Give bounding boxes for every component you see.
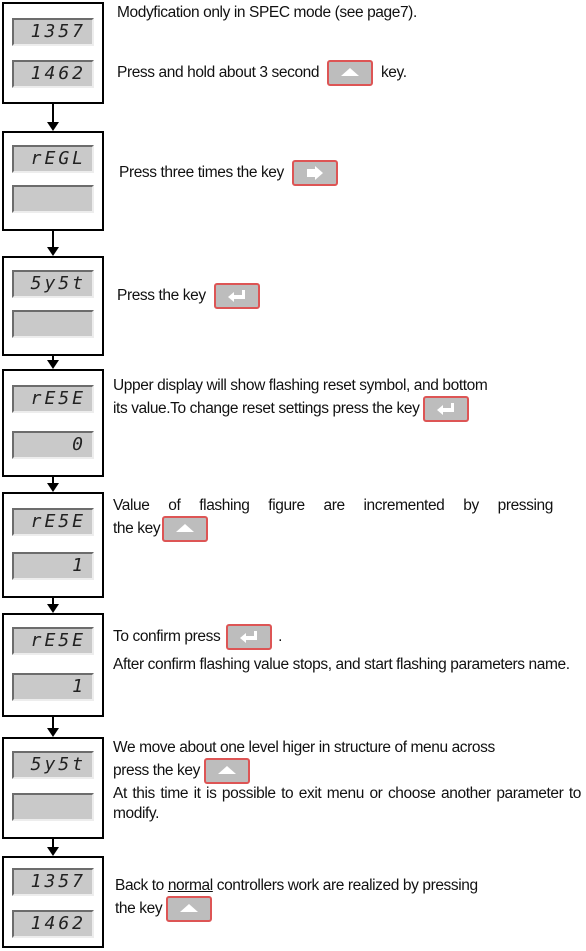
right-arrow-key-icon <box>306 166 323 180</box>
controller-display: rE5E 1 <box>2 613 104 717</box>
instruction-text: We move about one level higer in structu… <box>113 738 583 784</box>
enter-key-button[interactable] <box>226 624 273 650</box>
upper-display: rEGL <box>12 145 94 173</box>
flow-arrow <box>47 839 59 856</box>
lower-display: 1 <box>12 552 94 580</box>
flow-arrow <box>47 598 59 613</box>
enter-key-icon <box>227 290 245 302</box>
lower-display: 1462 <box>12 60 94 88</box>
enter-key-button[interactable] <box>423 396 470 422</box>
upper-display: rE5E <box>12 385 94 413</box>
upper-display: 5y5t <box>12 751 94 779</box>
controller-display: rE5E 0 <box>2 369 104 477</box>
lower-display: 0 <box>12 431 94 459</box>
lower-display <box>12 185 94 213</box>
instruction-text: Upper display will show flashing reset s… <box>113 376 581 422</box>
flow-arrow <box>47 231 59 256</box>
controller-display: 1357 1462 <box>2 2 104 104</box>
instruction-text: To confirm press . <box>113 624 581 650</box>
enter-key-icon <box>240 631 258 643</box>
instruction-text: Press three times the key <box>119 160 579 186</box>
upper-display: rE5E <box>12 627 94 655</box>
controller-display: rEGL <box>2 131 104 231</box>
flow-arrow <box>47 104 59 131</box>
lower-display <box>12 793 94 821</box>
flow-arrow <box>47 356 59 369</box>
instruction-text: Modyfication only in SPEC mode (see page… <box>117 4 417 21</box>
up-arrow-key-icon <box>217 766 236 774</box>
enter-key-button[interactable] <box>213 283 260 309</box>
controller-display: 5y5t <box>2 737 104 839</box>
lower-display: 1462 <box>12 910 94 938</box>
up-arrow-key-icon <box>180 904 199 912</box>
up-arrow-key-icon <box>341 68 360 76</box>
upper-display: 1357 <box>12 18 94 46</box>
up-key-button[interactable] <box>203 758 250 784</box>
up-key-button[interactable] <box>166 896 213 922</box>
flow-arrow <box>47 717 59 737</box>
controller-display: 1357 1462 <box>2 856 104 948</box>
instruction-text: After confirm flashing value stops, and … <box>113 656 570 673</box>
controller-display: rE5E 1 <box>2 492 104 598</box>
instruction-text: At this time it is possible to exit menu… <box>113 785 581 822</box>
instruction-text: Value of flashing figure are incremented… <box>113 496 553 542</box>
upper-display: rE5E <box>12 508 94 536</box>
flow-arrow <box>47 477 59 492</box>
up-key-button[interactable] <box>162 516 209 542</box>
right-key-button[interactable] <box>291 160 338 186</box>
controller-display: 5y5t <box>2 256 104 356</box>
instruction-text: Press and hold about 3 second key. <box>117 60 579 86</box>
lower-display: 1 <box>12 673 94 701</box>
upper-display: 5y5t <box>12 270 94 298</box>
instruction-text: Press the key <box>117 283 577 309</box>
up-key-button[interactable] <box>327 60 374 86</box>
lower-display <box>12 310 94 338</box>
upper-display: 1357 <box>12 868 94 896</box>
enter-key-icon <box>437 403 455 415</box>
up-arrow-key-icon <box>176 524 195 532</box>
instruction-text: Back to normal controllers work are real… <box>115 876 581 922</box>
